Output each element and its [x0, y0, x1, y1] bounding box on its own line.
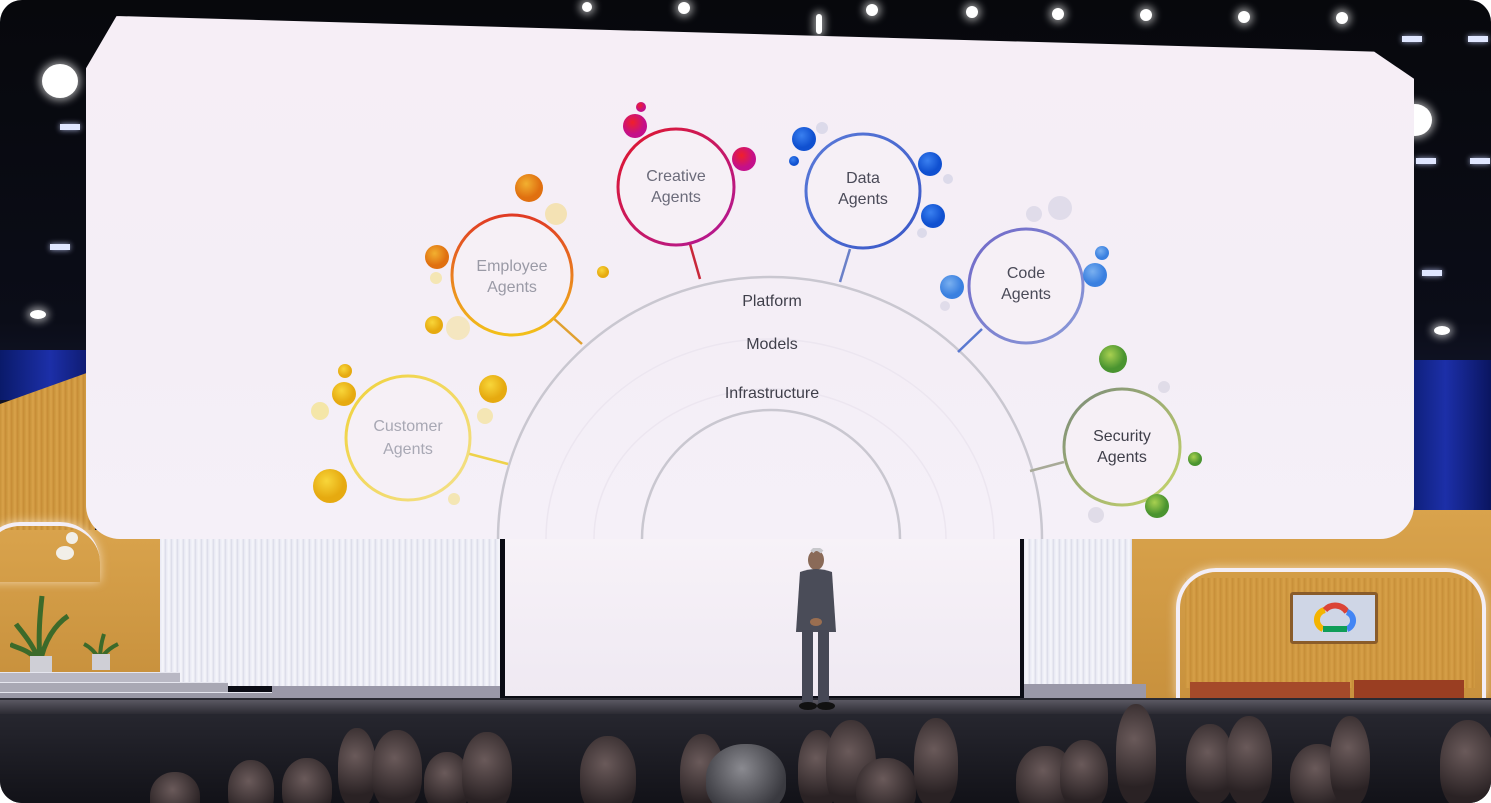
layer-infrastructure: Infrastructure — [725, 385, 819, 402]
security-agents-line1: Security — [1093, 428, 1151, 445]
creative-agents-line2: Agents — [651, 189, 701, 206]
led-bar — [1402, 36, 1422, 42]
stage-edge — [0, 700, 1491, 714]
stage-step — [0, 682, 228, 692]
employee-agents-line2: Agents — [487, 279, 537, 296]
employee-agents-node: Employee Agents — [425, 174, 609, 340]
code-agents-line1: Code — [1007, 265, 1045, 282]
employee-agents-line1: Employee — [476, 258, 547, 275]
data-agents-line2: Agents — [838, 191, 888, 208]
stage-backdrop — [505, 536, 1020, 696]
spotlight — [1140, 9, 1152, 21]
wood-wall-left-upper — [0, 370, 95, 540]
layer-models: Models — [746, 336, 798, 353]
pillar-base — [1024, 684, 1146, 700]
glass-pillars-right — [1024, 536, 1132, 686]
light-arch-right — [1176, 568, 1486, 698]
spotlight — [966, 6, 978, 18]
spotlight — [582, 2, 592, 12]
bench — [1190, 682, 1350, 700]
spotlight — [816, 14, 822, 34]
code-agents-node: Code Agents — [940, 196, 1109, 345]
google-cloud-logo-icon — [1313, 602, 1356, 632]
data-agents-node: Data Agents — [789, 122, 953, 250]
pendant-lamp — [56, 546, 74, 560]
data-agents-line1: Data — [846, 170, 880, 187]
google-cloud-logo-panel — [1290, 592, 1378, 644]
spotlight — [866, 4, 878, 16]
spotlight — [1052, 8, 1064, 20]
stage-step — [0, 672, 180, 682]
spotlight — [1434, 326, 1450, 335]
led-bar — [1470, 158, 1490, 164]
customer-agents-line1: Customer — [373, 418, 443, 435]
led-bar — [1422, 270, 1442, 276]
light-arch-left — [0, 522, 100, 582]
presenter-figure — [796, 548, 836, 710]
spotlight — [678, 2, 690, 14]
customer-agents-line2: Agents — [383, 441, 433, 458]
creative-agents-line1: Creative — [646, 168, 706, 185]
creative-agents-node: Creative Agents — [616, 102, 756, 247]
bench — [1354, 680, 1464, 700]
platform-semicircle — [496, 275, 1044, 539]
security-agents-node: Security Agents — [1062, 345, 1202, 523]
security-agents-line2: Agents — [1097, 449, 1147, 466]
code-agents-line2: Agents — [1001, 286, 1051, 303]
glass-pillars-left — [160, 536, 500, 686]
agents-diagram: Platform Models Infrastructure Customer — [311, 102, 1202, 539]
presentation-screen: Platform Models Infrastructure Customer — [86, 16, 1414, 539]
led-bar — [60, 124, 80, 130]
customer-agents-node: Customer Agents — [311, 364, 507, 505]
led-bar — [1416, 158, 1436, 164]
blue-wall — [1400, 360, 1491, 510]
spotlight — [1238, 11, 1250, 23]
spotlight — [1336, 12, 1348, 24]
led-bar — [1468, 36, 1488, 42]
potted-plants — [10, 595, 119, 672]
pendant-lamp — [66, 532, 78, 544]
spotlight — [30, 310, 46, 319]
led-bar — [50, 244, 70, 250]
layer-platform: Platform — [742, 293, 802, 310]
spotlight — [42, 64, 78, 98]
stage-step — [0, 692, 272, 702]
